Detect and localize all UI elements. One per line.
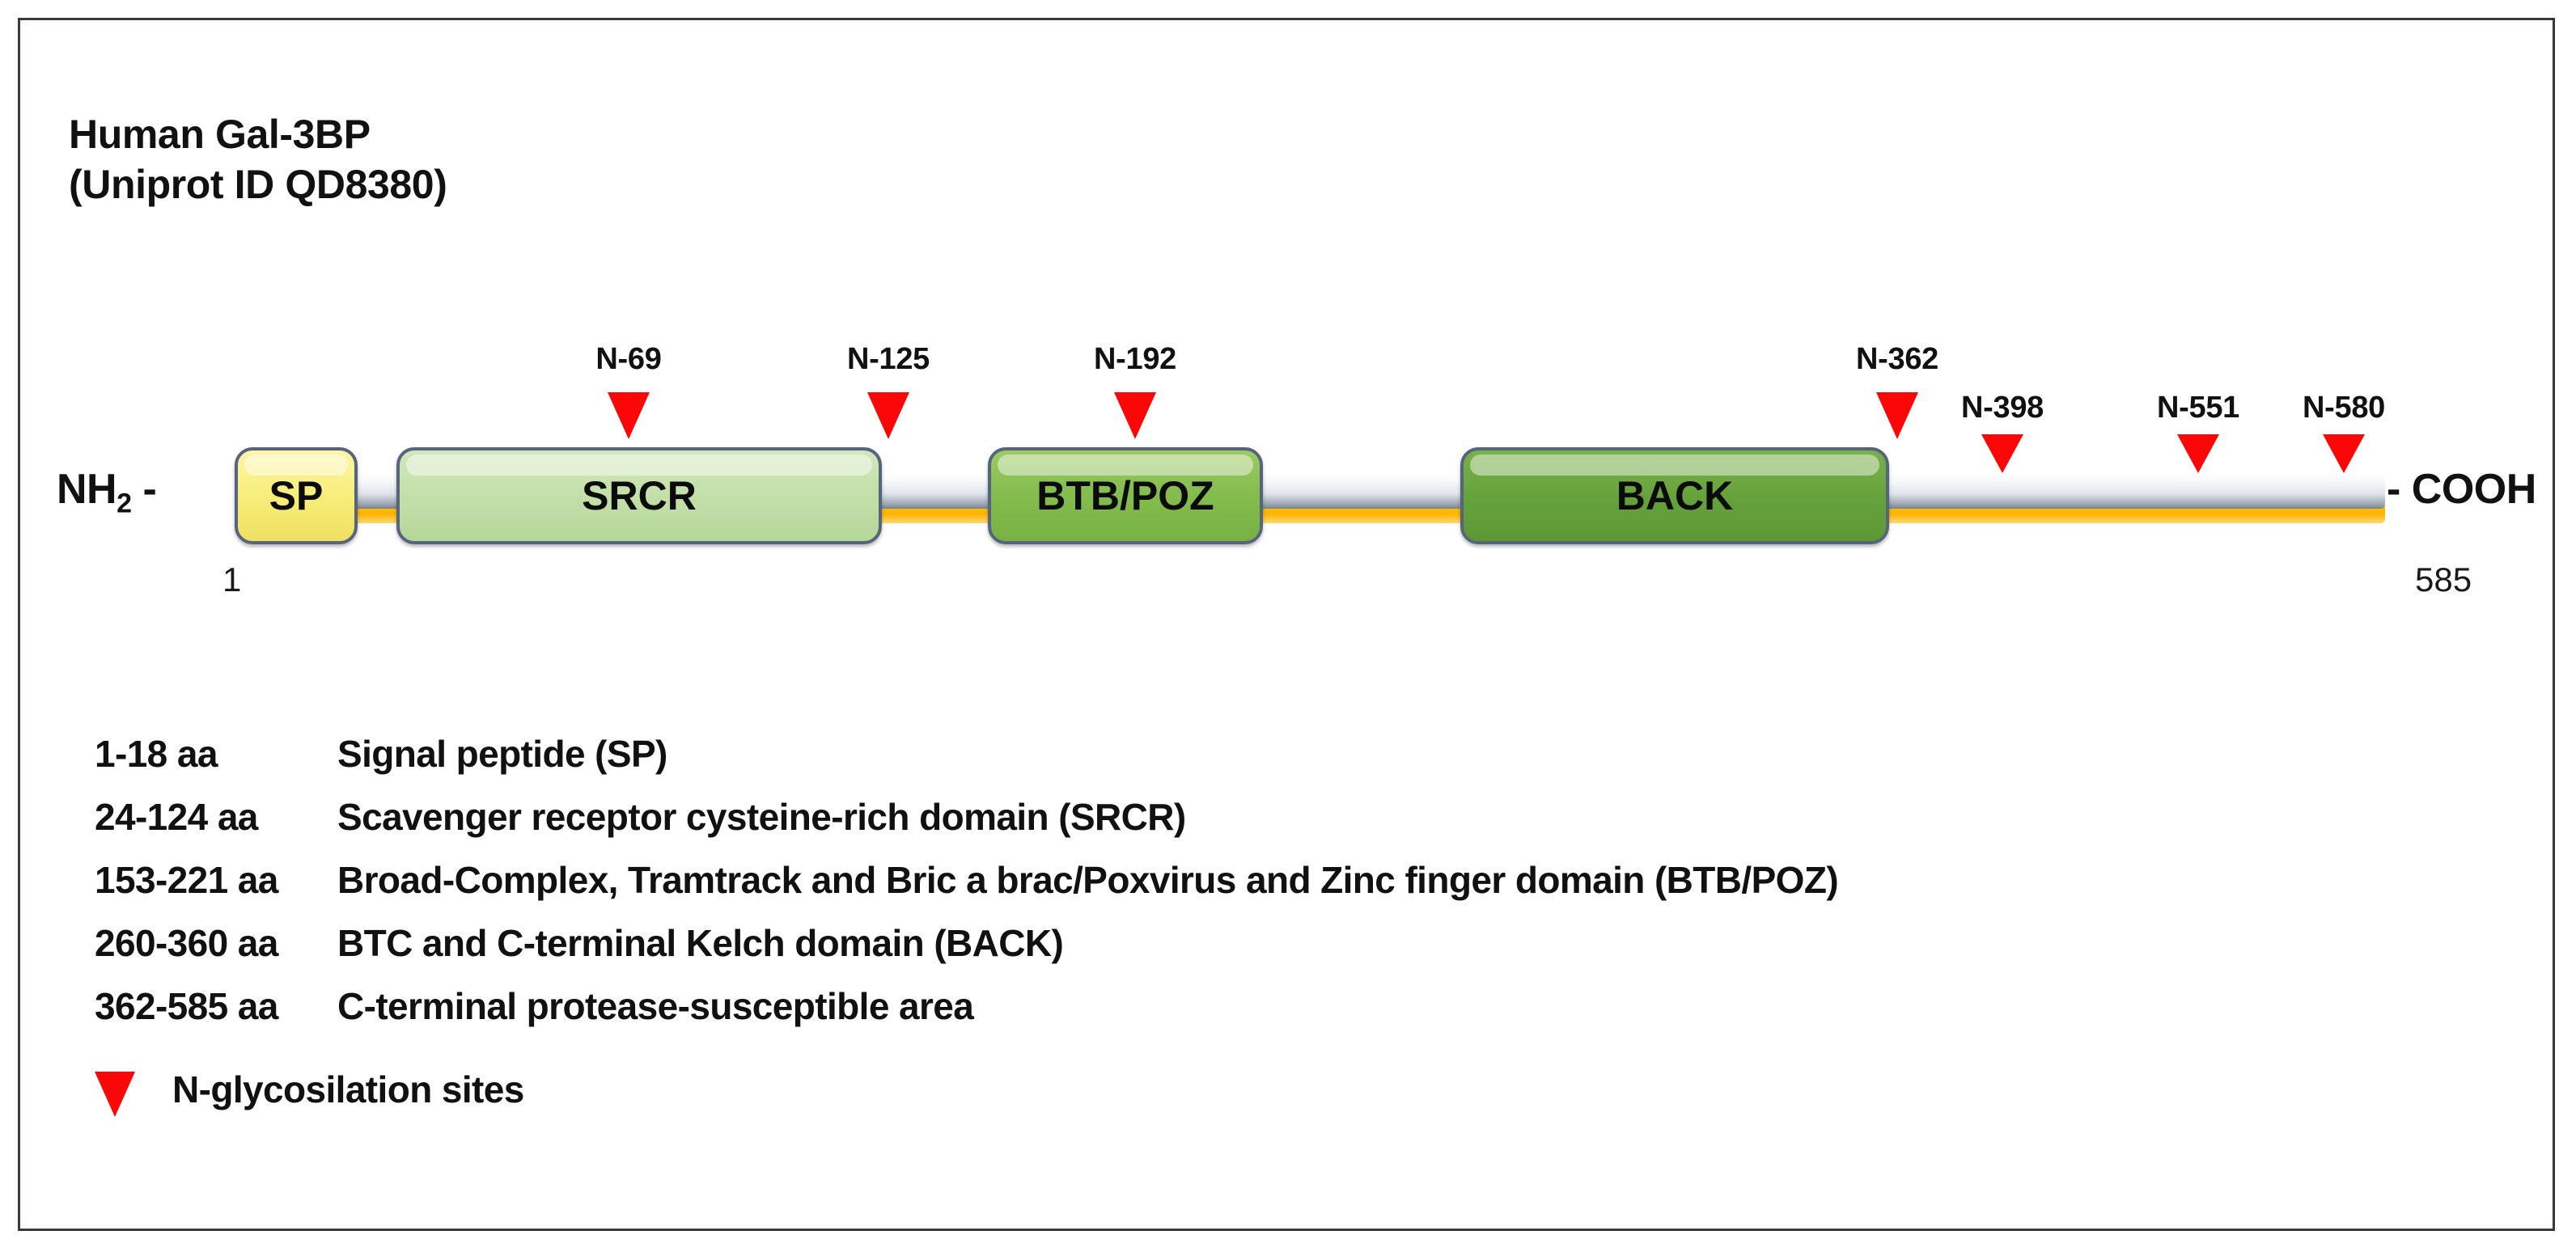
title-line-2: (Uniprot ID QD8380)	[69, 162, 447, 207]
legend-range: 260-360 aa	[95, 922, 278, 964]
glyco-label-n362: N-362	[1856, 342, 1938, 376]
domain-label-sp: SP	[269, 473, 324, 518]
glyco-triangle-icon	[608, 392, 650, 439]
legend-range: 24-124 aa	[95, 796, 258, 838]
glyco-label-n580: N-580	[2303, 391, 2385, 425]
n-terminus-dash: -	[131, 466, 157, 513]
n-terminus-label: NH2 -	[57, 465, 157, 519]
title-line-1: Human Gal-3BP	[69, 112, 371, 157]
legend-row: 260-360 aa BTC and C-terminal Kelch doma…	[95, 921, 1838, 984]
legend-range: 362-585 aa	[95, 985, 278, 1027]
c-terminus-label: - COOH	[2387, 466, 2536, 513]
n-terminus-subscript: 2	[117, 488, 132, 519]
glyco-triangle-icon	[867, 392, 909, 439]
marker-key-label: N-glycosilation sites	[172, 1068, 524, 1110]
glyco-triangle-icon	[2323, 434, 2365, 473]
domain-label-back: BACK	[1616, 473, 1734, 518]
domain-box-back[interactable]: BACK	[1460, 447, 1889, 544]
page-title: Human Gal-3BP (Uniprot ID QD8380)	[69, 109, 447, 209]
glyco-triangle-icon	[1876, 392, 1918, 439]
legend-description: Signal peptide (SP)	[337, 733, 667, 775]
legend-range: 1-18 aa	[95, 733, 218, 775]
glyco-triangle-icon	[95, 1072, 135, 1117]
domain-box-btb-poz[interactable]: BTB/POZ	[988, 447, 1263, 544]
glyco-triangle-icon	[2177, 434, 2219, 473]
legend-row: 24-124 aa Scavenger receptor cysteine-ri…	[95, 795, 1838, 858]
domain-box-sp[interactable]: SP	[235, 447, 358, 544]
legend-row: 1-18 aa Signal peptide (SP)	[95, 732, 1838, 795]
legend-description: C-terminal protease-susceptible area	[337, 985, 974, 1027]
domain-box-srcr[interactable]: SRCR	[396, 447, 882, 544]
legend-list: 1-18 aa Signal peptide (SP) 24-124 aa Sc…	[95, 732, 1839, 1047]
glyco-label-n69: N-69	[595, 342, 662, 376]
residue-number-end: 585	[2415, 560, 2472, 599]
glyco-triangle-icon	[1981, 434, 2023, 473]
protein-domain-schematic: NH2 - SP SRCR BTB/POZ BACK N-69 N-125	[20, 20, 2557, 651]
glyco-label-n192: N-192	[1094, 342, 1176, 376]
glyco-triangle-icon	[1114, 392, 1156, 439]
domain-label-btb-poz: BTB/POZ	[1036, 473, 1214, 518]
marker-key: N-glycosilation sites	[95, 1068, 524, 1117]
domain-label-srcr: SRCR	[582, 473, 697, 518]
glyco-label-n551: N-551	[2157, 391, 2239, 425]
legend-row: 362-585 aa C-terminal protease-susceptib…	[95, 984, 1838, 1047]
residue-number-start: 1	[222, 560, 242, 599]
legend-description: Scavenger receptor cysteine-rich domain …	[337, 796, 1186, 838]
legend-description: BTC and C-terminal Kelch domain (BACK)	[337, 922, 1064, 964]
glyco-label-n125: N-125	[847, 342, 930, 376]
glyco-label-n398: N-398	[1961, 391, 2044, 425]
legend-description: Broad-Complex, Tramtrack and Bric a brac…	[337, 859, 1839, 901]
figure-frame: Human Gal-3BP (Uniprot ID QD8380) NH2 - …	[18, 18, 2555, 1231]
legend-row: 153-221 aa Broad-Complex, Tramtrack and …	[95, 858, 1839, 921]
legend-range: 153-221 aa	[95, 859, 278, 901]
n-terminus-text: NH	[57, 466, 117, 513]
